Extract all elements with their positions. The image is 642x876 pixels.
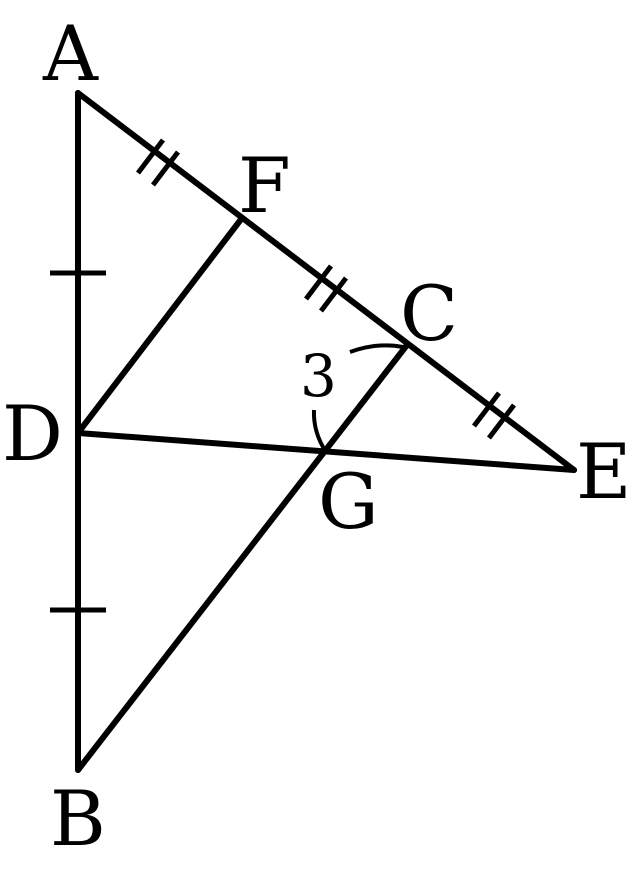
- double-tick-ce: [472, 391, 516, 440]
- angle-3-label: 3: [300, 342, 337, 410]
- angle-3-arc-lower: [311, 409, 328, 454]
- label-b: B: [50, 774, 106, 863]
- segment-bc: [75, 342, 410, 773]
- double-tick-af: [136, 138, 180, 187]
- label-c: C: [400, 269, 458, 358]
- double-tick-fc: [304, 264, 348, 313]
- label-g: G: [318, 457, 379, 546]
- label-e: E: [576, 427, 631, 516]
- segment-df: [75, 215, 245, 436]
- segment-ae: [75, 90, 577, 473]
- label-f: F: [238, 141, 291, 230]
- label-a: A: [42, 9, 99, 98]
- angle-3-arc-upper: [349, 343, 404, 354]
- label-d: D: [2, 389, 63, 478]
